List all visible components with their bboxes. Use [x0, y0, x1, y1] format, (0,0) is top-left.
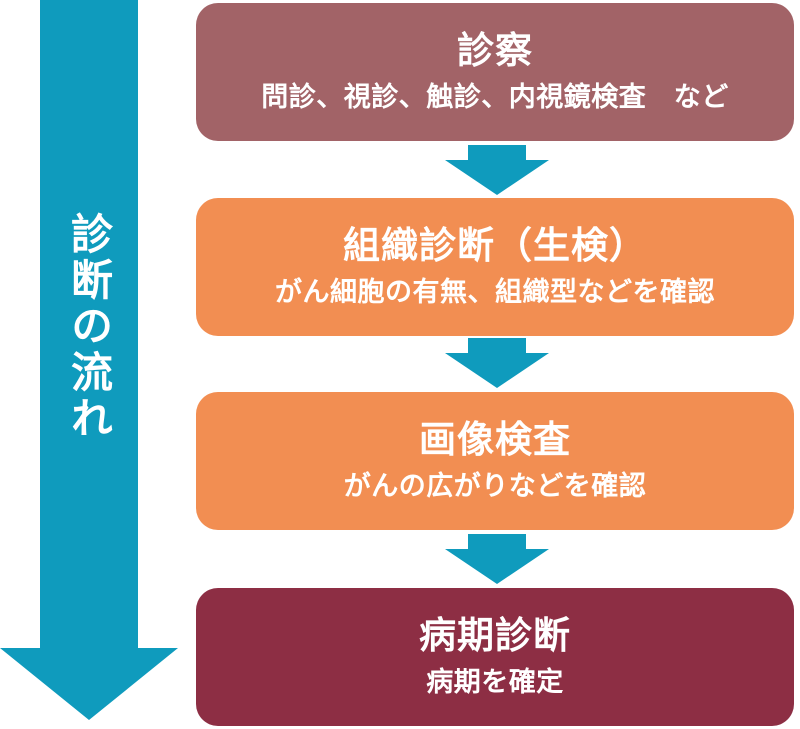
down-arrow-icon — [445, 145, 549, 195]
step-imaging-examination-title: 画像検査 — [419, 419, 571, 461]
step-examination-subtitle: 問診、視診、触診、内視鏡検査 など — [261, 81, 729, 112]
step-tissue-diagnosis-subtitle: がん細胞の有無、組織型などを確認 — [275, 276, 715, 307]
down-arrow-icon — [445, 338, 549, 388]
step-stage-diagnosis-subtitle: 病期を確定 — [426, 666, 564, 697]
step-tissue-diagnosis-title: 組織診断（生検） — [343, 225, 647, 267]
step-tissue-diagnosis: 組織診断（生検） がん細胞の有無、組織型などを確認 — [196, 198, 794, 336]
step-stage-diagnosis-title: 病期診断 — [419, 615, 571, 657]
step-imaging-examination-subtitle: がんの広がりなどを確認 — [343, 470, 647, 501]
step-examination-title: 診察 — [457, 30, 533, 72]
step-imaging-examination: 画像検査 がんの広がりなどを確認 — [196, 392, 794, 530]
down-arrow-icon — [445, 534, 549, 584]
flow-axis-label: 診断の流れ — [65, 212, 113, 442]
step-stage-diagnosis: 病期診断 病期を確定 — [196, 588, 794, 726]
step-examination: 診察 問診、視診、触診、内視鏡検査 など — [196, 3, 794, 141]
